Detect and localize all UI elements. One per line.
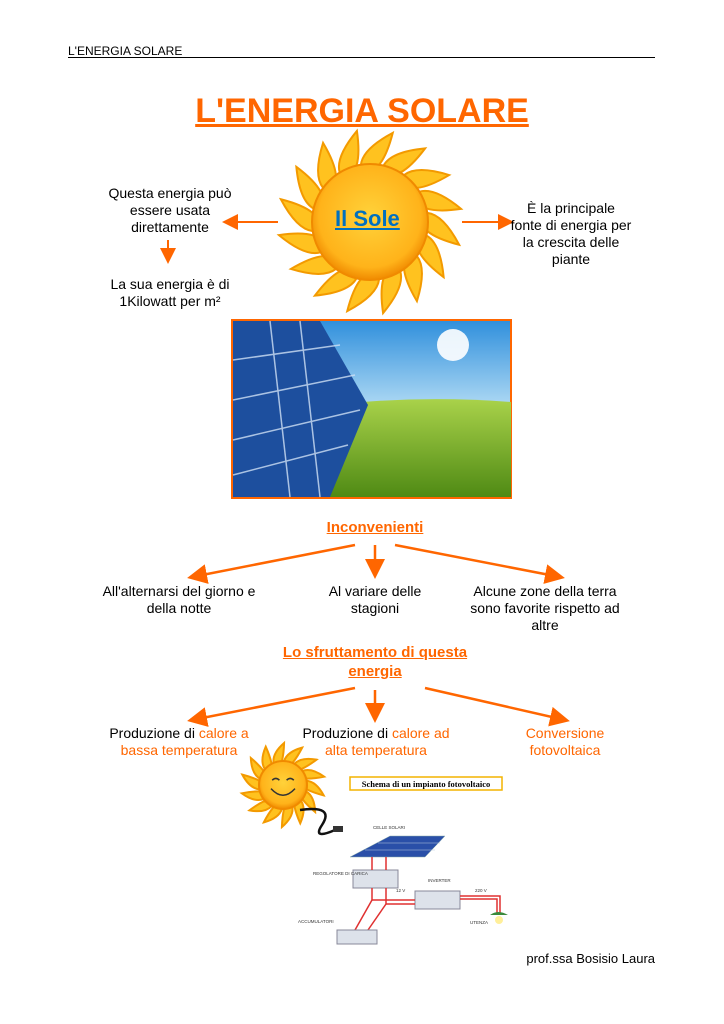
inconvenienti-heading: Inconvenienti [326,519,424,536]
sfruttamento-heading: Lo sfruttamento di questa energia [282,644,468,680]
label-inverter: INVERTER [428,878,451,883]
diagram-caption: Schema di un impianto fotovoltaico [362,779,490,789]
sfruttamento-item: Produzione di calore ad alta temperatura [302,725,450,758]
sun-disc [311,163,429,281]
left-note-2: La sua energia è di 1Kilowatt per m² [110,276,230,309]
sfruttamento-item: Produzione di calore a bassa temperatura [109,725,249,758]
inconvenienti-arrows [187,543,565,584]
sun-illustration [276,128,464,316]
sun-ray [276,128,464,316]
label-regulator: REGOLATORE DI CARICA [313,871,368,876]
left-note: Questa energia può essere usata direttam… [108,185,232,235]
solar-panel-photo [231,319,512,499]
label-220v: 220 V [475,888,487,893]
page-title: L'ENERGIA SOLARE [195,92,529,130]
label-batteries: ACCUMULATORI [298,919,334,924]
sfruttamento-arrows [187,686,570,727]
footer-author: prof.ssa Bosisio Laura [526,951,655,966]
inconveniente-item: Alcune zone della terra sono favorite ri… [470,583,620,633]
sun-ray [239,740,327,830]
label-load: UTENZA [470,920,488,925]
sfruttamento-item: Conversione fotovoltaica [525,725,605,758]
label-12v: 12 V [396,888,405,893]
sun-disc [258,760,308,810]
inconveniente-item: Al variare delle stagioni [328,583,422,616]
smiling-sun-icon [239,740,327,830]
label-cells: CELLE SOLARI [373,825,405,830]
sun-arrows [160,214,514,264]
pv-system-diagram: CELLE SOLARI REGOLATORE DI CARICA INVERT… [298,776,508,945]
sun-label[interactable]: Il Sole [335,206,400,231]
right-note: È la principale fonte di energia per la … [510,200,632,267]
inconveniente-item: All'alternarsi del giorno e della notte [102,583,256,616]
header-rule [68,57,655,58]
running-header: L'ENERGIA SOLARE [68,44,183,58]
